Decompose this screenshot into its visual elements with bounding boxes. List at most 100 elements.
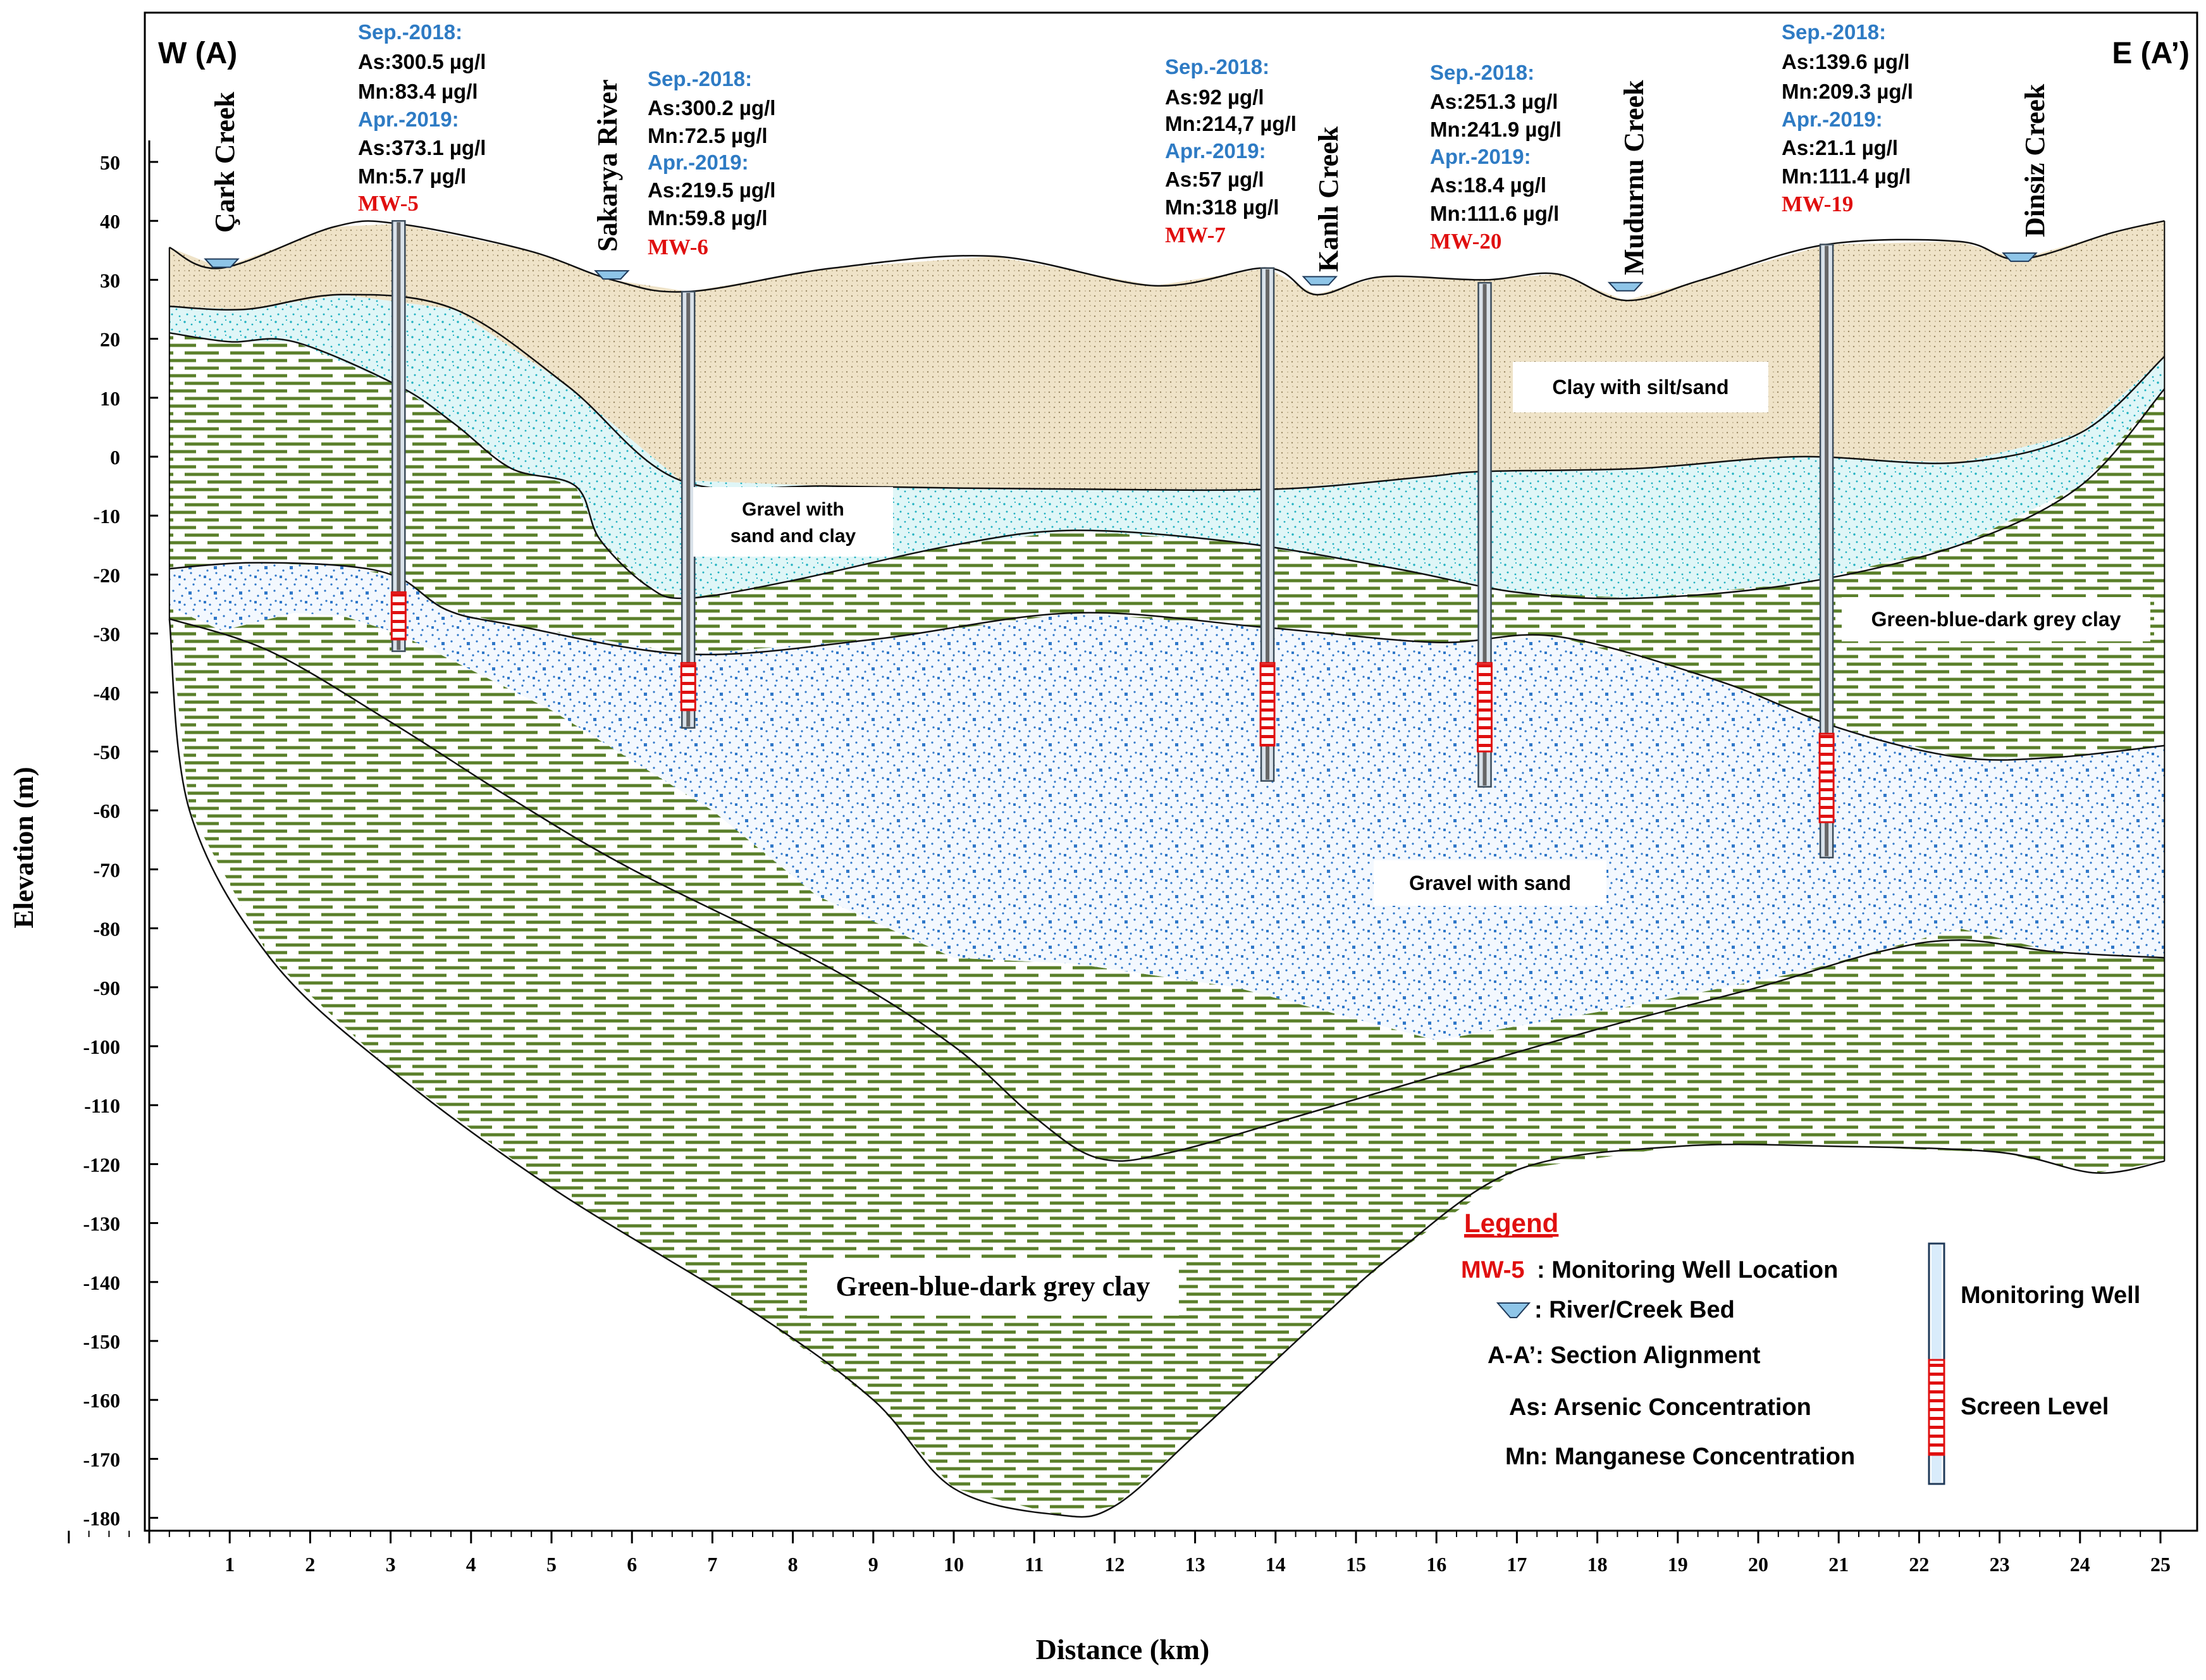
layer-clay-silt-sand [169, 221, 2165, 490]
boundary-2 [169, 332, 2166, 600]
gravel-sand-clay-line2: sand and clay [730, 526, 856, 547]
x-tick-label: 16 [1426, 1553, 1446, 1576]
mw5-apr-label: Apr.-2019: [358, 108, 459, 131]
mw5-apr-mn: Mn:5.7 µg/l [358, 164, 466, 188]
y-tick-label: -130 [83, 1213, 120, 1235]
mw20-sep-mn: Mn:241.9 µg/l [1430, 118, 1562, 141]
well-mw-5 [390, 219, 407, 652]
mw5-sep-label: Sep.-2018: [358, 20, 462, 44]
mw7-sep-as: As:92 µg/l [1165, 85, 1264, 109]
mw6-apr-label: Apr.-2019: [648, 151, 749, 174]
y-tick-label: -30 [93, 623, 120, 646]
x-tick-label: 6 [627, 1553, 637, 1576]
y-tick-label: 50 [100, 151, 120, 174]
boundary-1 [169, 293, 2166, 491]
mw20-apr-as: As:18.4 µg/l [1430, 173, 1546, 197]
y-tick-group: 50403020100-10-20-30-40-50-60-70-80-90-1… [83, 151, 158, 1530]
mw7-apr-label: Apr.-2019: [1165, 139, 1266, 163]
x-tick-label: 2 [305, 1553, 315, 1576]
bottom-line [168, 619, 2165, 1518]
mw6-sep-as: As:300.2 µg/l [648, 96, 775, 120]
well-mw-20 [1477, 281, 1493, 788]
well-annotation-mw5: Sep.-2018: As:300.5 µg/l Mn:83.4 µg/l Ap… [358, 20, 486, 216]
x-tick-label: 22 [1909, 1553, 1929, 1576]
mw20-sep-label: Sep.-2018: [1430, 61, 1534, 84]
x-tick-label: 1 [225, 1553, 235, 1576]
legend-well-code: MW-5 [1461, 1257, 1525, 1283]
x-tick-label: 15 [1346, 1553, 1366, 1576]
x-tick-label: 17 [1507, 1553, 1527, 1576]
boundary-5 [169, 618, 2165, 1162]
mw6-sep-mn: Mn:72.5 µg/l [648, 124, 768, 147]
clay-silt-sand-text: Clay with silt/sand [1552, 376, 1728, 398]
legend-section-alignment: A-A’: Section Alignment [1488, 1342, 1761, 1369]
well-screen [1259, 662, 1276, 747]
y-tick-label: -110 [84, 1094, 120, 1117]
x-tick-label: 19 [1668, 1553, 1688, 1576]
y-axis-title: Elevation (m) [8, 767, 39, 928]
x-tick-label: 18 [1587, 1553, 1608, 1576]
legend-well-location: : Monitoring Well Location [1537, 1257, 1838, 1283]
y-tick-label: 40 [100, 210, 120, 233]
mw19-apr-label: Apr.-2019: [1782, 108, 1883, 131]
y-tick-label: -160 [83, 1389, 120, 1412]
x-tick-label: 24 [2070, 1553, 2090, 1576]
mw6-sep-label: Sep.-2018: [648, 67, 752, 90]
legend: Legend MW-5 : Monitoring Well Location :… [1461, 1208, 2140, 1485]
well-inner [686, 293, 691, 727]
layer-label-clay-silt: Clay with silt/sand [1513, 362, 1768, 412]
legend-title: Legend [1464, 1208, 1558, 1238]
y-tick-label: -20 [93, 564, 120, 586]
well-inner [397, 222, 401, 650]
layer-gravel-sand [169, 562, 2165, 1041]
water-body-2 [1302, 276, 1338, 286]
y-tick-label: -180 [83, 1507, 120, 1530]
monitoring-wells [390, 219, 1835, 859]
x-tick-label: 9 [868, 1553, 878, 1576]
kanli-creek-label: Kanlı Creek [1313, 126, 1344, 272]
dinsiz-creek-label: Dinsiz Creek [2019, 83, 2050, 237]
y-tick-label: -150 [83, 1330, 120, 1353]
mw5-sep-as: As:300.5 µg/l [358, 50, 486, 73]
mw19-id: MW-19 [1782, 192, 1853, 216]
y-tick-label: 0 [110, 446, 120, 469]
well-screen [1818, 732, 1835, 824]
layer-label-green-clay-upper: Green-blue-dark grey clay [1842, 597, 2150, 641]
x-tick-label: 12 [1104, 1553, 1125, 1576]
water-body-3 [1607, 281, 1644, 292]
x-tick-label: 3 [386, 1553, 396, 1576]
x-tick-label: 5 [546, 1553, 557, 1576]
x-tick-label: 14 [1266, 1553, 1286, 1576]
cark-creek-label: Çark Creek [209, 92, 240, 233]
gravel-sand-text: Gravel with sand [1409, 872, 1571, 894]
legend-screen-level: Screen Level [1961, 1393, 2109, 1420]
y-tick-label: -70 [93, 858, 120, 881]
y-tick-label: -80 [93, 918, 120, 941]
sakarya-river-label: Sakarya River [592, 79, 623, 252]
boundary-3 [169, 562, 2165, 761]
x-tick-label: 13 [1185, 1553, 1205, 1576]
layer-label-gravel-sand: Gravel with sand [1374, 860, 1606, 906]
well-screen [1477, 662, 1493, 753]
mudurnu-creek-label: Mudurnu Creek [1618, 80, 1649, 275]
mw19-apr-as: As:21.1 µg/l [1782, 136, 1898, 159]
y-tick-label: -120 [83, 1153, 120, 1176]
layer-label-gravel-sand-clay: Gravel with sand and clay [693, 487, 893, 557]
mw6-apr-mn: Mn:59.8 µg/l [648, 206, 768, 230]
y-tick-label: -90 [93, 977, 120, 999]
well-inner [1266, 269, 1270, 780]
water-bodies [204, 252, 2038, 292]
legend-well-symbol [1928, 1242, 1945, 1485]
legend-river-bed: : River/Creek Bed [1534, 1297, 1735, 1323]
y-tick-label: -100 [83, 1035, 120, 1058]
well-annotation-mw20: Sep.-2018: As:251.3 µg/l Mn:241.9 µg/l A… [1430, 61, 1562, 254]
mw7-sep-mn: Mn:214,7 µg/l [1165, 112, 1297, 135]
y-tick-label: -60 [93, 800, 120, 822]
well-annotation-mw7: Sep.-2018: As:92 µg/l Mn:214,7 µg/l Apr.… [1165, 55, 1297, 247]
mw5-sep-mn: Mn:83.4 µg/l [358, 80, 478, 103]
y-tick-label: -140 [83, 1271, 120, 1294]
mw19-sep-label: Sep.-2018: [1782, 20, 1886, 44]
y-tick-label: 30 [100, 269, 120, 292]
mw5-apr-as: As:373.1 µg/l [358, 136, 486, 159]
layer-upper-clay [169, 333, 2165, 758]
